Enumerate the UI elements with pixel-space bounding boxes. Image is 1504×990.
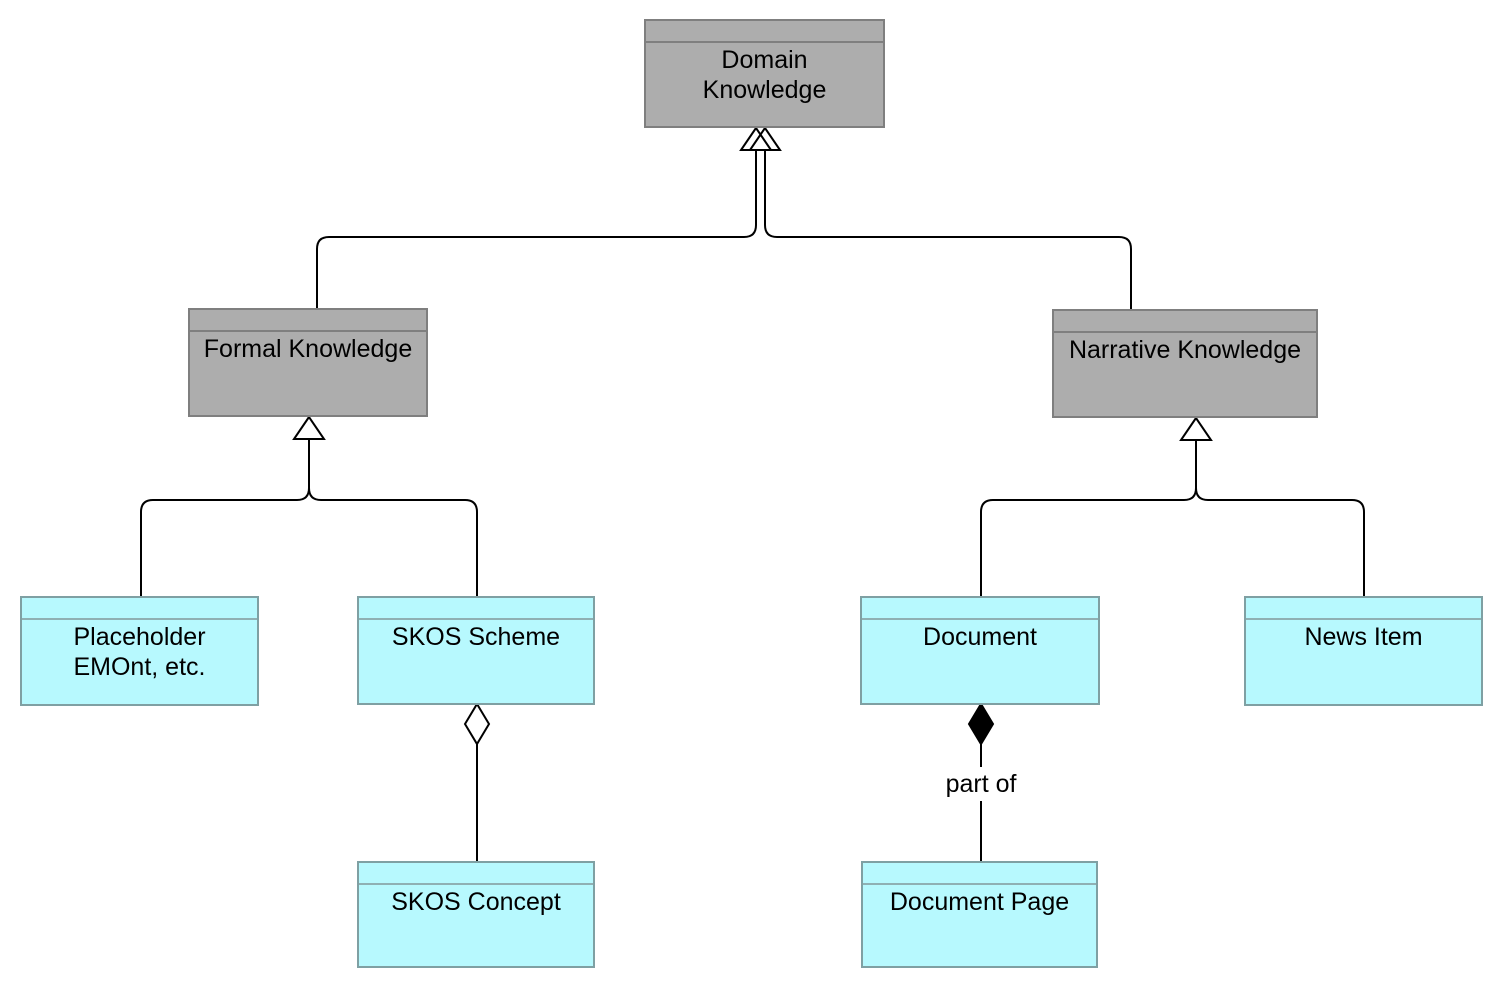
label-compartment: News Item <box>1246 620 1481 652</box>
class-label: Document <box>923 623 1037 651</box>
class-label: Document Page <box>889 888 1070 916</box>
class-label: Domain Knowledge <box>702 46 827 104</box>
label-compartment: Document Page <box>863 885 1096 917</box>
edge-placeholder-to-formal <box>140 439 310 596</box>
class-skos-scheme: SKOS Scheme <box>357 596 595 705</box>
name-compartment <box>1054 311 1316 333</box>
generalization-arrowhead-fill-right <box>750 128 780 150</box>
class-narrative-knowledge: Narrative Knowledge <box>1052 309 1318 418</box>
name-compartment <box>190 310 426 332</box>
name-compartment <box>359 598 593 620</box>
name-compartment <box>22 598 257 620</box>
label-compartment: Placeholder EMOnt, etc. <box>22 620 257 682</box>
edge-skos-scheme-to-formal <box>308 439 478 596</box>
label-compartment: Narrative Knowledge <box>1054 333 1316 365</box>
edge-label-part-of: part of <box>939 767 1023 801</box>
composition-diamond-icon <box>967 702 995 746</box>
class-label: SKOS Concept <box>391 888 561 916</box>
class-news-item: News Item <box>1244 596 1483 706</box>
generalization-arrowhead-domain-right <box>748 126 782 151</box>
class-document-page: Document Page <box>861 861 1098 968</box>
label-compartment: Document <box>862 620 1098 652</box>
label-compartment: Formal Knowledge <box>190 332 426 364</box>
class-document: Document <box>860 596 1100 705</box>
label-compartment: Domain Knowledge <box>646 43 883 105</box>
aggregation-diamond-icon <box>463 702 491 746</box>
edge-formal-to-domain <box>316 150 757 308</box>
name-compartment <box>646 21 883 43</box>
edge-narrative-to-domain <box>764 150 1132 309</box>
class-label: SKOS Scheme <box>391 623 561 651</box>
class-label: Formal Knowledge <box>203 335 413 363</box>
name-compartment <box>359 863 593 885</box>
name-compartment <box>863 863 1096 885</box>
name-compartment <box>1246 598 1481 620</box>
label-compartment: SKOS Scheme <box>359 620 593 652</box>
class-domain-knowledge: Domain Knowledge <box>644 19 885 128</box>
generalization-arrowhead-narrative <box>1179 416 1213 441</box>
edge-news-to-narrative <box>1195 440 1365 596</box>
class-label: Placeholder EMOnt, etc. <box>73 623 206 681</box>
class-formal-knowledge: Formal Knowledge <box>188 308 428 417</box>
class-label: News Item <box>1304 623 1423 651</box>
name-compartment <box>862 598 1098 620</box>
edge-document-to-narrative <box>980 440 1197 596</box>
class-skos-concept: SKOS Concept <box>357 861 595 968</box>
class-label: Narrative Knowledge <box>1068 336 1302 364</box>
class-placeholder-emont: Placeholder EMOnt, etc. <box>20 596 259 706</box>
generalization-arrowhead-formal <box>292 415 326 440</box>
label-compartment: SKOS Concept <box>359 885 593 917</box>
